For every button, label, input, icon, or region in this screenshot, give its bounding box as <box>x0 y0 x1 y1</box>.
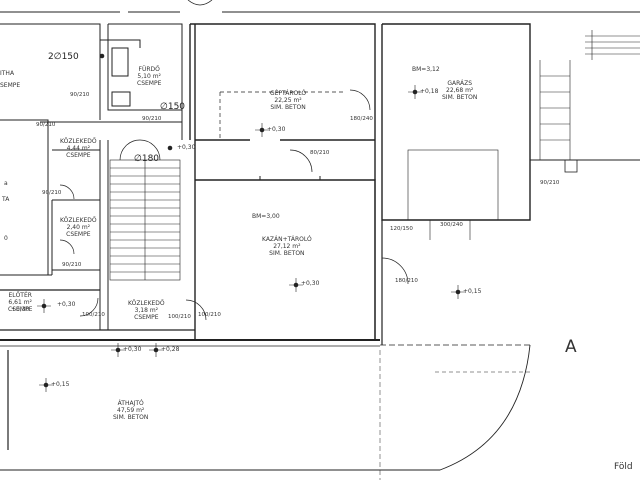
ramp-curve <box>0 344 531 471</box>
wall-geptarolo <box>189 23 376 180</box>
level-label: +0,15 <box>463 288 482 295</box>
height-garazs: BM=3,12 <box>412 66 440 73</box>
bath-partition <box>100 39 141 48</box>
door-dim: 180/210 <box>395 278 418 284</box>
level-label: +0,30 <box>57 301 76 308</box>
garage-door-line <box>429 220 471 240</box>
height-kazan: BM=3,00 <box>252 213 280 220</box>
door-swings <box>59 89 409 321</box>
partial-label-bottom-right: Föld <box>614 462 633 472</box>
section-mark-a: A <box>565 337 577 357</box>
door-dim: 300/240 <box>440 222 463 228</box>
partial-label-left-mid-c: 0 <box>4 235 8 242</box>
wall-entry <box>0 289 195 331</box>
wall-left-mid <box>0 119 53 276</box>
pipe-label-2x150: 2∅150 <box>48 52 79 62</box>
door-dim: 120/150 <box>390 226 413 232</box>
level-markers <box>37 53 465 392</box>
bath-fixture <box>111 47 129 77</box>
pipe-label-150: ∅150 <box>160 102 186 112</box>
corridor-wall <box>99 140 109 330</box>
door-dim: 100/210 <box>198 312 221 318</box>
level-label: +0,30 <box>177 144 196 151</box>
interior-dashed <box>219 91 345 140</box>
pipe-label-180: ∅180 <box>134 154 160 164</box>
level-label: +0,28 <box>161 346 180 353</box>
stairs-right <box>539 30 640 160</box>
door-dim: 90/210 <box>36 122 56 128</box>
door-dim: 90/210 <box>540 180 560 186</box>
door-dim: 180/240 <box>350 116 373 122</box>
door-dim: 100/210 <box>82 312 105 318</box>
door-dim: 90/210 <box>42 190 62 196</box>
top-arc <box>187 0 213 6</box>
partial-label-left-mid-b: TA <box>2 196 10 203</box>
partial-label-left-floor: SEMPE <box>0 82 21 89</box>
door-dim: 100/210 <box>168 314 191 320</box>
level-label: +0,18 <box>420 88 439 95</box>
door-dim: 80/210 <box>310 150 330 156</box>
car-outline <box>407 149 499 221</box>
level-label: +0,30 <box>267 126 286 133</box>
door-dim: 90/210 <box>70 92 90 98</box>
level-label: +0,30 <box>123 346 142 353</box>
level-label: +0,15 <box>51 381 70 388</box>
wall-right-column <box>374 180 383 345</box>
stairs-left <box>109 159 181 281</box>
wall-kazan-inner <box>259 176 321 180</box>
level-label: +0,30 <box>301 280 320 287</box>
bath-fixture-2 <box>111 91 131 107</box>
wall-garage <box>381 23 531 221</box>
partial-label-left-room: ITHA <box>0 70 15 77</box>
wall-left-corridor <box>52 149 100 271</box>
door-dim: 90/210 <box>142 116 162 122</box>
partial-label-left-mid-a: a <box>4 180 8 187</box>
column-marker <box>564 159 578 173</box>
wall-right-lower <box>520 159 640 221</box>
door-dim: 90/210 <box>62 262 82 268</box>
level-label: +0,30 <box>11 306 30 313</box>
